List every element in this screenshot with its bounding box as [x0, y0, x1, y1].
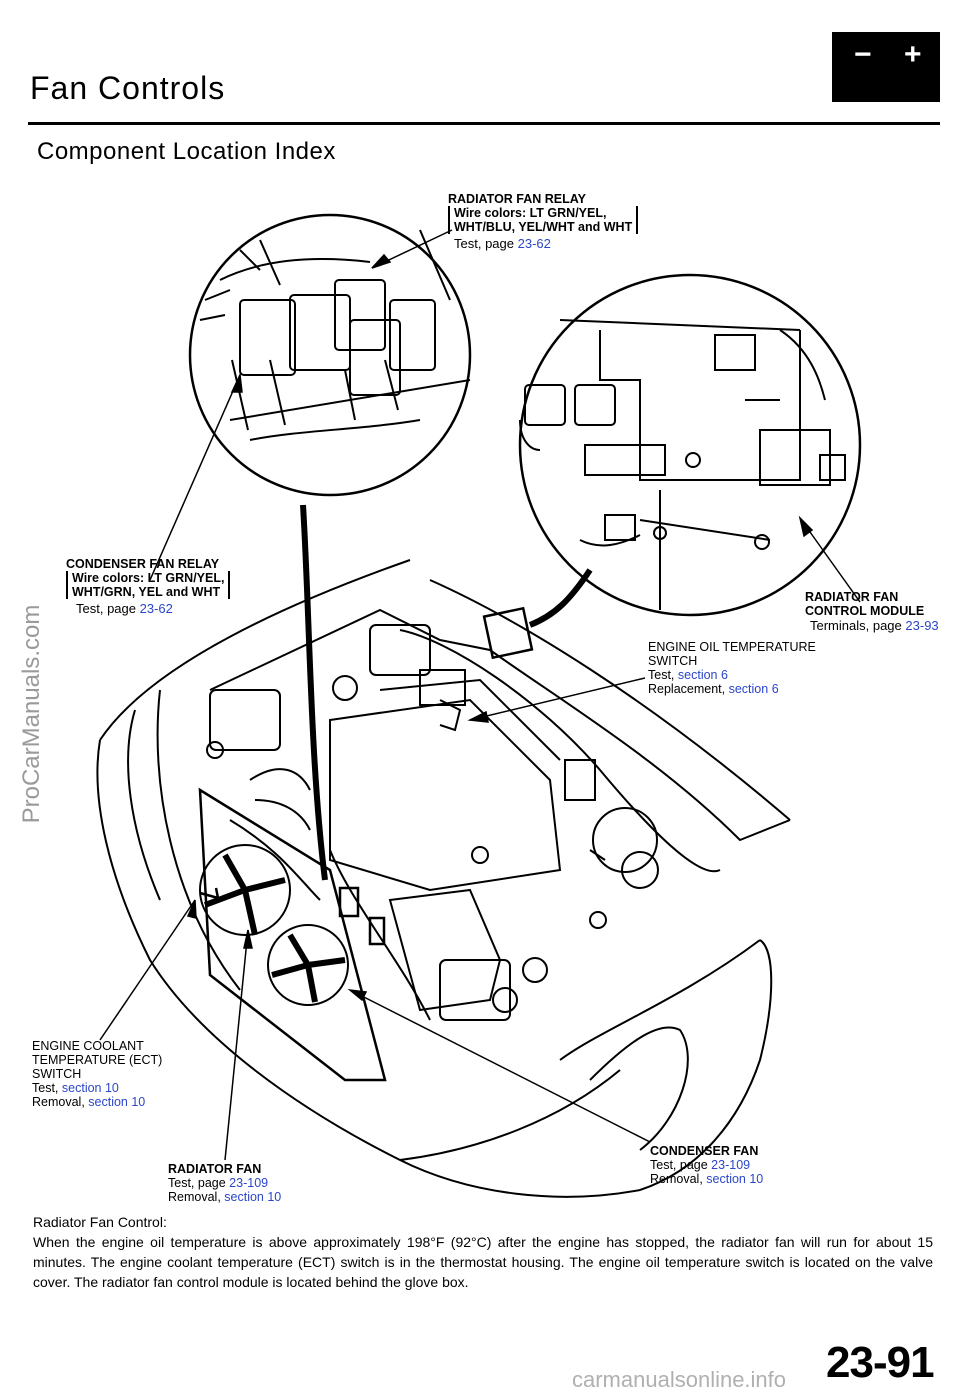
radiator-fan-removal-link[interactable]: section 10 [224, 1190, 282, 1204]
car-body [96, 559, 791, 1198]
oil-temp-switch-replacement: Replacement, [648, 682, 726, 696]
control-module-name-2: CONTROL MODULE [805, 604, 925, 618]
radiator-fan-removal: Removal, [168, 1190, 221, 1204]
radiator-fan-label: RADIATOR FAN Test, page 23-109 Removal, … [168, 1162, 281, 1204]
module-callout-line [528, 568, 593, 628]
control-module-terminals-link[interactable]: 23-93 [905, 618, 939, 633]
description-body: When the engine oil temperature is above… [33, 1234, 933, 1290]
radiator-fan-relay-name: RADIATOR FAN RELAY [448, 192, 586, 206]
relay-detail-circle [188, 213, 472, 497]
control-module-parts [519, 319, 846, 610]
module-location [482, 606, 534, 660]
condenser-fan-name: CONDENSER FAN [650, 1144, 759, 1158]
condenser-fan-relay-name: CONDENSER FAN RELAY [66, 557, 220, 571]
condenser-fan-relay-test-link[interactable]: 23-62 [139, 601, 173, 616]
ect-switch-test: Test, [32, 1081, 59, 1095]
condenser-fan-test: Test, page [650, 1158, 708, 1172]
radiator-fan-relay-test: Test, page [454, 236, 514, 251]
radiator-assembly [198, 787, 387, 1082]
radiator-fan-relay-wires-1: Wire colors: LT GRN/YEL, [454, 206, 607, 220]
oil-temp-switch-label: ENGINE OIL TEMPERATURE SWITCH Test, sect… [648, 640, 816, 696]
oil-temp-switch-test-link[interactable]: section 6 [677, 668, 728, 682]
oil-temp-switch-name-1: ENGINE OIL TEMPERATURE [648, 640, 816, 654]
description: Radiator Fan Control: When the engine oi… [33, 1212, 933, 1292]
oil-temp-switch-test: Test, [648, 668, 675, 682]
condenser-fan-removal: Removal, [650, 1172, 703, 1186]
ect-switch-label: ENGINE COOLANT TEMPERATURE (ECT) SWITCH … [32, 1039, 162, 1109]
condenser-fan-relay-wires-1: Wire colors: LT GRN/YEL, [72, 571, 225, 585]
module-detail-circle [518, 273, 862, 617]
ect-switch-removal: Removal, [32, 1095, 85, 1109]
oil-temp-switch-name-2: SWITCH [648, 654, 698, 668]
page-number: 23-91 [826, 1338, 935, 1387]
description-heading: Radiator Fan Control: [33, 1214, 167, 1230]
ect-switch-name-2: TEMPERATURE (ECT) [32, 1053, 163, 1067]
condenser-fan-relay-wires-2: WHT/GRN, YEL and WHT [72, 585, 221, 599]
header-divider [28, 122, 940, 125]
relay-callout-line [300, 504, 328, 881]
radiator-fan-name: RADIATOR FAN [168, 1162, 262, 1176]
radiator-fan-test-link[interactable]: 23-109 [229, 1176, 269, 1190]
radiator-fan-test: Test, page [168, 1176, 226, 1190]
ect-switch-name-3: SWITCH [32, 1067, 82, 1081]
page-title: Fan Controls [30, 70, 226, 106]
battery-minus: − [854, 38, 872, 71]
ect-switch-test-link[interactable]: section 10 [61, 1081, 119, 1095]
footer-watermark: carmanualsonline.info [572, 1367, 787, 1392]
page-subtitle: Component Location Index [37, 138, 336, 165]
oil-temp-switch-replacement-link[interactable]: section 6 [728, 682, 779, 696]
condenser-fan-relay-test: Test, page [76, 601, 136, 616]
condenser-fan-removal-link[interactable]: section 10 [706, 1172, 764, 1186]
battery-plus: + [904, 38, 922, 71]
control-module-name-1: RADIATOR FAN [805, 590, 899, 604]
radiator-fan-relay-wires-2: WHT/BLU, YEL/WHT and WHT [454, 220, 633, 234]
condenser-fan-relay-label: CONDENSER FAN RELAY Wire colors: LT GRN/… [66, 557, 231, 616]
relay-blocks [199, 229, 471, 441]
ect-switch-removal-link[interactable]: section 10 [88, 1095, 146, 1109]
ect-switch-name-1: ENGINE COOLANT [32, 1039, 144, 1053]
control-module-terminals: Terminals, page [810, 618, 902, 633]
condenser-fan-label: CONDENSER FAN Test, page 23-109 Removal,… [650, 1144, 763, 1186]
radiator-fan-relay-test-link[interactable]: 23-62 [517, 236, 551, 251]
side-watermark: ProCarManuals.com [18, 604, 45, 824]
condenser-fan-test-link[interactable]: 23-109 [711, 1158, 751, 1172]
battery-icon: − + [832, 32, 940, 102]
engine-parts [206, 624, 721, 1021]
control-module-label: RADIATOR FAN CONTROL MODULE Terminals, p… [805, 590, 939, 633]
radiator-fan-relay-label: RADIATOR FAN RELAY Wire colors: LT GRN/Y… [448, 192, 639, 251]
leader-lines [99, 229, 861, 1161]
